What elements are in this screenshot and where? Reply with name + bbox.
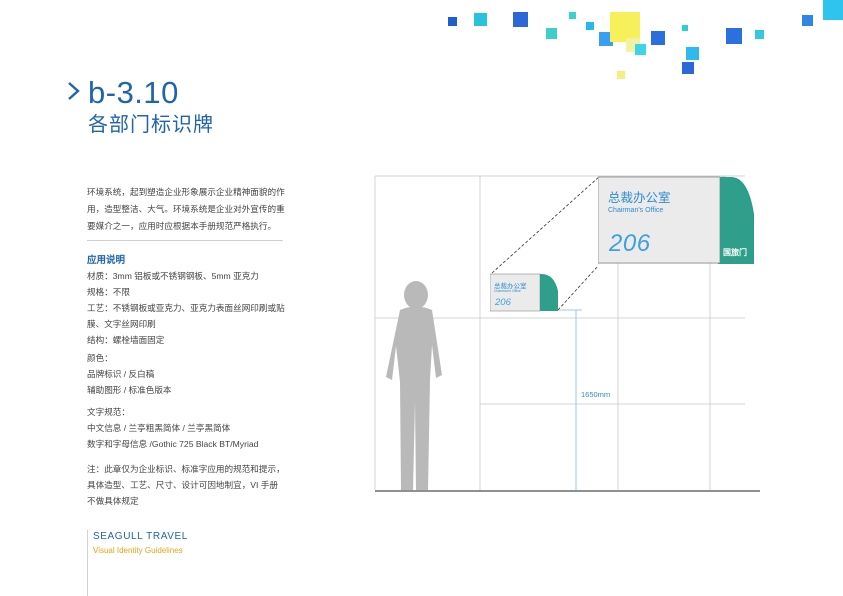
- office-sign-small: [490, 273, 558, 312]
- sign-logo: 国旅门: [723, 248, 747, 257]
- intro-paragraph: 环境系统，起到塑造企业形象展示企业精神面貌的作 用，造型整洁、大气。环境系统是企…: [87, 184, 287, 235]
- chevron-right-icon: [68, 82, 80, 100]
- brand-name: SEAGULL TRAVEL: [93, 531, 188, 542]
- dimension-label: 1650mm: [581, 390, 611, 399]
- deco-square: [546, 28, 557, 39]
- deco-square: [599, 32, 613, 46]
- font-line: 中文信息 / 兰亭粗黑简体 / 兰亭黑简体: [87, 423, 231, 433]
- deco-square: [448, 17, 457, 26]
- deco-square: [802, 15, 813, 26]
- small-sign-room-name: 总裁办公室: [494, 283, 527, 290]
- font-line: 数字和字母信息 /Gothic 725 Black BT/Myriad: [87, 439, 259, 449]
- callout-leader: [491, 175, 601, 311]
- small-sign-room-name-en: Chairman's Office: [494, 289, 521, 293]
- intro-line: 环境系统，起到塑造企业形象展示企业精神面貌的作: [87, 187, 285, 197]
- sign-room-number: 206: [609, 230, 651, 257]
- font-line: 文字规范：: [87, 407, 130, 417]
- note-line: 注：此章仅为企业标识、标准字应用的规范和提示，: [87, 464, 285, 474]
- spec-line: 结构：螺栓墙面固定: [87, 335, 165, 345]
- intro-line: 用，造型整洁、大气。环境系统是企业对外宣传的重: [87, 204, 285, 214]
- deco-square: [474, 13, 487, 26]
- spec-line: 膜、文字丝网印刷: [87, 319, 156, 329]
- deco-square: [513, 12, 528, 27]
- color-line: 辅助图形 / 标准色版本: [87, 385, 172, 395]
- divider: [87, 240, 283, 241]
- font-list: 文字规范： 中文信息 / 兰亭粗黑简体 / 兰亭黑简体 数字和字母信息 /Got…: [87, 404, 297, 452]
- dimension-line: [556, 309, 582, 490]
- deco-square: [726, 28, 742, 44]
- wall-elevation-drawing: [374, 175, 760, 492]
- color-line: 颜色：: [87, 353, 113, 363]
- spec-line: 材质：3mm 铝板或不锈钢钢板、5mm 亚克力: [87, 271, 259, 281]
- deco-square: [682, 62, 694, 74]
- section-code: b-3.10: [88, 75, 179, 110]
- color-line: 品牌标识 / 反白稿: [87, 369, 155, 379]
- page-title: 各部门标识牌: [88, 114, 214, 136]
- deco-square: [586, 22, 594, 30]
- note-list: 注：此章仅为企业标识、标准字应用的规范和提示， 具体造型、工艺、尺寸、设计可因地…: [87, 461, 297, 509]
- note-line: 不做具体规定: [87, 496, 139, 506]
- small-sign-room-number: 206: [495, 297, 511, 308]
- deco-square: [617, 71, 625, 79]
- deco-square: [755, 30, 764, 39]
- deco-square: [610, 12, 640, 42]
- sign-room-name: 总裁办公室: [608, 191, 671, 205]
- sign-room-name-en: Chairman's Office: [608, 207, 664, 214]
- office-sign-large: [598, 176, 754, 264]
- spec-list: 材质：3mm 铝板或不锈钢钢板、5mm 亚克力 规格：不限 工艺：不锈钢板或亚克…: [87, 268, 297, 348]
- deco-square: [823, 0, 843, 20]
- usage-heading: 应用说明: [87, 255, 126, 266]
- deco-square: [682, 25, 688, 31]
- footer-rule: [87, 530, 88, 596]
- note-line: 具体造型、工艺、尺寸、设计可因地制宜，VI 手册: [87, 480, 278, 490]
- spec-line: 工艺：不锈钢板或亚克力、亚克力表面丝网印刷或贴: [87, 303, 285, 313]
- person-silhouette: [386, 281, 442, 490]
- deco-square: [569, 12, 576, 19]
- color-list: 颜色： 品牌标识 / 反白稿 辅助图形 / 标准色版本: [87, 350, 297, 398]
- spec-line: 规格：不限: [87, 287, 130, 297]
- deco-square: [686, 47, 699, 60]
- deco-square: [651, 31, 665, 45]
- brand-subtitle: Visual Identity Guidelines: [93, 546, 183, 555]
- intro-line: 要媒介之一，应用时应根据本手册规范严格执行。: [87, 221, 277, 231]
- deco-square: [635, 44, 646, 55]
